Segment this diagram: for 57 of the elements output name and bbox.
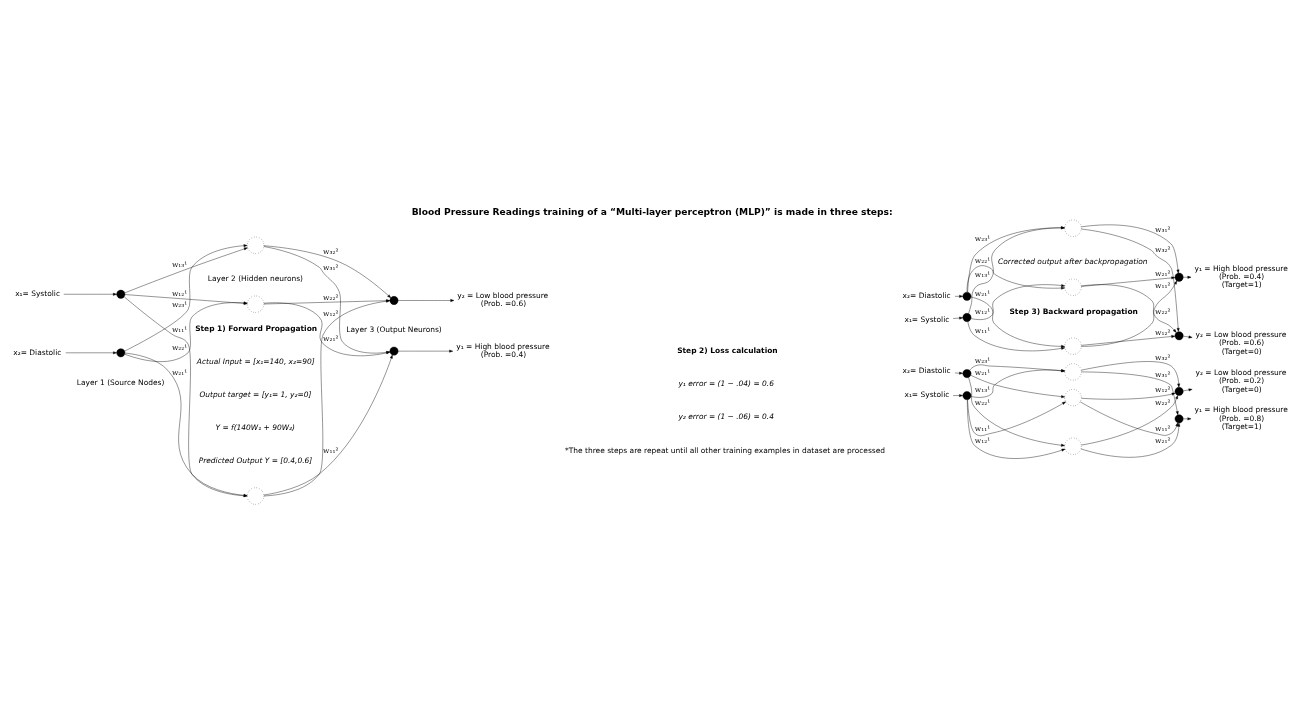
node-circle: [246, 487, 265, 505]
node-circle: [1174, 387, 1184, 396]
arrow: [954, 294, 963, 298]
arrow: [971, 296, 1065, 348]
arrow: [967, 321, 1065, 352]
arrow: [1081, 276, 1176, 287]
node-circle: [1064, 337, 1082, 355]
arrow: [1080, 422, 1181, 458]
arrow: [1081, 228, 1180, 332]
arrow: [263, 354, 393, 496]
node-circle: [246, 236, 265, 254]
node-circle: [962, 391, 972, 400]
arrow: [397, 299, 455, 302]
node-circle: [116, 348, 126, 358]
arrow: [952, 394, 963, 397]
arrow: [1183, 388, 1193, 392]
node-circle: [962, 292, 972, 301]
node-circle: [1174, 414, 1184, 424]
arrow: [263, 299, 390, 305]
arrow: [970, 375, 1065, 398]
arrow: [1081, 392, 1176, 400]
arrow: [1081, 395, 1178, 446]
arrow: [966, 265, 1065, 293]
arrow: [1183, 275, 1192, 279]
arrow: [967, 399, 1066, 459]
arrow: [63, 292, 117, 296]
diagram-title: Blood Pressure Readings training of a “Multi-layer perceptron (MLP)” is made in three steps:: [411, 207, 893, 218]
node-circle: [1174, 272, 1184, 282]
arrow: [65, 351, 117, 355]
arrow: [967, 399, 1066, 436]
node-circle: [962, 313, 972, 322]
arrow: [263, 245, 391, 299]
arrow: [1081, 335, 1176, 346]
arrow: [1081, 280, 1178, 347]
node-circle: [1064, 278, 1082, 296]
arrow: [968, 377, 1065, 447]
node-circle: [246, 295, 265, 313]
arrow: [1081, 361, 1181, 388]
arrow: [954, 371, 963, 375]
arrow: [397, 349, 454, 353]
node-circle: [1064, 437, 1082, 455]
arrow: [968, 226, 1065, 314]
arrow: [970, 284, 1065, 320]
node-circle: [1064, 219, 1082, 237]
arrow: [1183, 335, 1193, 339]
node-circle: [962, 369, 972, 378]
arrow: [1183, 417, 1192, 421]
arrow: [1081, 371, 1179, 415]
node-circle: [389, 346, 399, 356]
node-circle: [1064, 363, 1082, 381]
arrow: [967, 226, 1065, 293]
arrow: [1081, 284, 1177, 333]
arrow: [952, 316, 963, 320]
arrow: [124, 247, 248, 294]
node-circle: [116, 289, 126, 299]
arrow: [1080, 401, 1179, 436]
arrow: [1081, 224, 1180, 274]
